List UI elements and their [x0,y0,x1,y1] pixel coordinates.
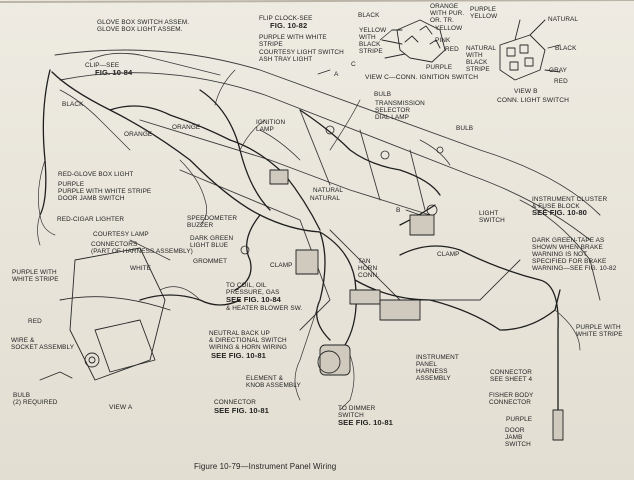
label-clamp-1: CLAMP [270,262,293,269]
label-clamp-2: CLAMP [437,251,460,258]
inset-c-red: RED [445,46,459,53]
label-black-left: BLACK [62,101,84,108]
label-to-coil: TO COIL, OIL PRESSURE, GAS [226,282,280,296]
label-light-switch: LIGHT SWITCH [479,210,505,224]
label-flip-clock: FLIP CLOCK-SEE [259,15,313,22]
label-courtesy-lamp: COURTESY LAMP [93,231,149,238]
label-white-left: WHITE [130,265,152,272]
inset-c-purple: PURPLE [426,64,453,71]
dimmer-connector [317,350,341,374]
label-connectors-part: CONNECTORS (PART OF HARNESS ASSEMBLY) [91,241,193,255]
label-heater-blower: & HEATER BLOWER SW. [226,305,303,312]
connectors [269,169,564,441]
label-courtesy-ash: COURTESY LIGHT SWITCH ASH TRAY LIGHT [259,49,344,63]
label-neutral-backup: NEUTRAL BACK UP & DIRECTIONAL SWITCH WIR… [209,330,287,351]
label-element-knob: ELEMENT & KNOB ASSEMBLY [246,375,301,389]
label-pointer-c: C [351,61,356,68]
inset-b-natural-black: NATURAL WITH BLACK STRIPE [466,45,497,73]
label-clip-see: CLIP—SEE [85,62,120,69]
label-connector-sheet: CONNECTOR SEE SHEET 4 [490,369,533,383]
label-door-jamb: DOOR JAMB SWITCH [505,427,531,448]
label-tan-horn: TAN HORN CONN. [358,258,380,279]
inset-c-yellow-black: YELLOW WITH BLACK STRIPE [359,27,387,55]
inset-b-natural: NATURAL [548,16,579,23]
inset-c-orange: ORANGE WITH PUR. OR. TR. [430,3,465,24]
view-b-light-switch-connector [499,19,561,81]
label-see-fig-10-80: SEE FIG. 10-80 [532,208,588,217]
inset-c-pink: PINK [435,37,451,44]
label-instrument-harness: INSTRUMENT PANEL HARNESS ASSEMBLY [416,354,459,382]
view-b-title: CONN. LIGHT SWITCH [497,97,570,104]
figure-caption: Figure 10-79—Instrument Panel Wiring [194,462,337,471]
inset-c-yellow: YELLOW [435,25,463,32]
label-to-dimmer: TO DIMMER SWITCH [338,405,376,419]
label-see-fig-10-81-a: SEE FIG. 10-81 [211,351,267,360]
label-instrument-cluster: INSTRUMENT CLUSTER & FUSE BLOCK [532,196,608,210]
label-purple-white-left: PURPLE WITH WHITE STRIPE [12,269,59,283]
label-bulb-required: BULB (2) REQUIRED [13,392,58,406]
inset-b-gray: GRAY [549,67,568,74]
label-red-glove-light: RED-GLOVE BOX LIGHT [58,171,134,178]
view-c-ignition-connector [381,19,446,63]
inset-c-black: BLACK [358,12,380,19]
label-dark-green-light-blue: DARK GREEN LIGHT BLUE [190,235,234,249]
view-c-title: VIEW C—CONN. IGNITION SWITCH [365,74,479,81]
inset-b-black: BLACK [555,45,577,52]
label-ignition-lamp: IGNITION LAMP [256,119,286,133]
label-see-fig-10-81-c: SEE FIG. 10-81 [338,418,394,427]
label-natural-mid2: NATURAL [310,195,341,202]
label-purple-white-right: PURPLE WITH WHITE STRIPE [576,324,623,338]
label-dark-green-tape: DARK GREEN-TAPE AS SHOWN WHEN BRAKE WARN… [532,237,617,272]
label-speedometer: SPEEDOMETER BUZZER [187,215,238,229]
label-glove-box: GLOVE BOX SWITCH ASSEM. GLOVE BOX LIGHT … [97,19,190,33]
label-red-cigar: RED-CIGAR LIGHTER [57,216,125,223]
label-orange-mid: ORANGE [172,124,201,131]
label-grommet: GROMMET [193,258,228,265]
label-bulb-right: BULB [456,125,474,132]
label-natural-mid: NATURAL [313,187,344,194]
label-purple-white-stripe: PURPLE WITH WHITE STRIPE [259,34,327,48]
label-purple-group: PURPLE PURPLE WITH WHITE STRIPE DOOR JAM… [58,181,152,202]
label-transmission: TRANSMISSION SELECTOR DIAL LAMP [375,100,425,121]
label-fig-10-84-a: FIG. 10-84 [95,68,133,77]
label-wire-socket: WIRE & SOCKET ASSEMBLY [11,337,75,351]
label-orange-left: ORANGE [124,131,153,138]
label-see-fig-10-84: SEE FIG. 10-84 [226,295,282,304]
label-red-lower: RED [28,318,42,325]
inset-b-red: RED [554,78,568,85]
label-connector-see: CONNECTOR [214,399,256,406]
pointer-arrows [317,29,421,216]
label-pointer-b: B [396,207,401,214]
label-see-fig-10-81-b: SEE FIG. 10-81 [214,406,270,415]
view-b-label: VIEW B [514,88,538,95]
label-view-a: VIEW A [109,404,133,411]
inset-b-purple-yellow: PURPLE YELLOW [470,6,498,20]
label-bulb-top: BULB [374,91,392,98]
label-fig-10-82-a: FIG. 10-82 [270,21,308,30]
instrument-panel-outline [54,49,601,331]
individual-wires [37,69,581,411]
label-pointer-a: A [334,71,339,78]
label-purple-right: PURPLE [506,416,533,423]
label-fisher-body: FISHER BODY CONNECTOR [489,392,534,406]
view-a-cigar-lighter [39,247,171,381]
